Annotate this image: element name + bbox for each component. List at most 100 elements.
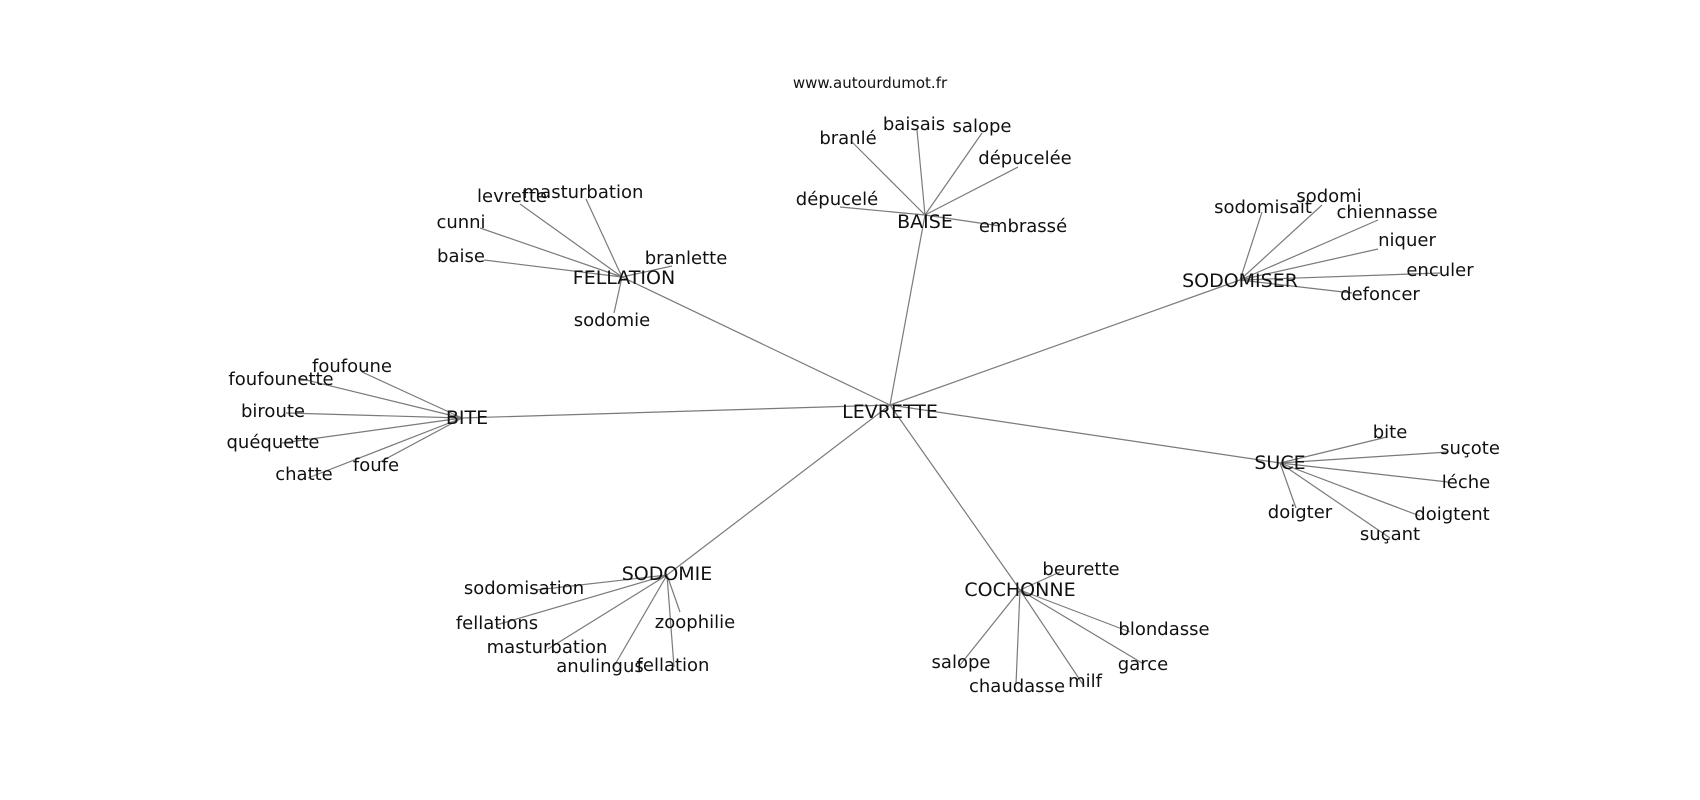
leaf-node: biroute: [241, 401, 305, 422]
leaf-node: doigtent: [1414, 504, 1489, 525]
leaf-node: fellations: [456, 613, 538, 634]
leaf-node: zoophilie: [655, 612, 735, 633]
leaf-node: baise: [437, 246, 485, 267]
leaf-node: cunni: [436, 212, 485, 233]
edge-sodomie-leaf: [666, 574, 675, 668]
edge-center-baise: [889, 214, 926, 406]
leaf-node: sodomie: [574, 310, 650, 331]
edge-fellation-leaf: [479, 227, 623, 278]
edge-sodomie-leaf: [547, 574, 668, 650]
center-node: LEVRETTE: [842, 401, 938, 423]
leaf-node: suçant: [1360, 524, 1420, 545]
source-watermark: www.autourdumot.fr: [793, 74, 948, 92]
leaf-node: masturbation: [523, 182, 644, 203]
edge-sodomiser-leaf: [1239, 211, 1263, 281]
edge-suce-leaf: [1279, 462, 1449, 483]
leaf-node: levrette: [477, 186, 547, 207]
edge-suce-leaf: [1279, 451, 1449, 464]
leaf-node: bite: [1373, 422, 1408, 443]
leaf-node: chatte: [275, 464, 333, 485]
edge-center-sodomie: [666, 404, 891, 576]
hub-node-cochonne: COCHONNE: [964, 579, 1075, 601]
leaf-node: salope: [953, 116, 1012, 137]
hub-node-bite: BITE: [446, 407, 488, 429]
leaf-node: niquer: [1378, 230, 1436, 251]
leaf-node: foufounette: [228, 369, 333, 390]
leaf-node: fellation: [637, 655, 710, 676]
leaf-node: foufe: [353, 455, 399, 476]
leaf-node: baisais: [883, 114, 945, 135]
leaf-node: blondasse: [1118, 619, 1209, 640]
edge-sodomiser-leaf: [1239, 272, 1441, 281]
leaf-node: dépucelée: [978, 148, 1071, 169]
leaf-node: milf: [1068, 671, 1103, 692]
edge-cochonne-leaf: [1019, 589, 1085, 687]
edge-suce-leaf: [1279, 436, 1388, 464]
edge-cochonne-leaf: [1015, 589, 1021, 685]
edge-suce-leaf: [1279, 462, 1297, 509]
edge-bite-leaf: [285, 412, 463, 419]
edge-center-cochonne: [889, 404, 1021, 591]
edge-bite-leaf: [361, 371, 463, 419]
edge-baise-leaf: [924, 214, 1001, 227]
leaf-node: branlette: [645, 248, 728, 269]
edge-bite-leaf: [281, 417, 463, 444]
edge-sodomie-leaf: [666, 574, 681, 613]
edge-baise-leaf: [839, 206, 926, 216]
edge-cochonne-leaf: [959, 589, 1021, 666]
edge-center-bite: [461, 404, 891, 419]
leaf-node: embrassé: [979, 216, 1067, 237]
edge-fellation-leaf: [613, 276, 623, 314]
edges-layer: [281, 129, 1449, 687]
edge-cochonne-leaf: [1019, 589, 1131, 633]
leaf-node: beurette: [1042, 559, 1119, 580]
leaf-node: sodomisation: [464, 578, 584, 599]
edge-suce-leaf: [1279, 462, 1421, 517]
edge-sodomiser-leaf: [1239, 219, 1379, 281]
edge-fellation-leaf: [621, 265, 673, 278]
edge-bite-leaf: [307, 417, 463, 479]
hub-node-sodomie: SODOMIE: [622, 563, 713, 585]
leaf-node: suçote: [1440, 438, 1500, 459]
edge-fellation-leaf: [483, 259, 623, 278]
hub-node-suce: SUCE: [1254, 452, 1305, 474]
edge-sodomiser-leaf: [1239, 204, 1323, 281]
edge-baise-leaf: [916, 129, 926, 216]
leaf-node: chaudasse: [969, 676, 1065, 697]
edge-sodomiser-leaf: [1239, 248, 1379, 281]
edge-suce-leaf: [1279, 462, 1391, 539]
edge-center-suce: [889, 404, 1281, 464]
edge-sodomie-leaf: [612, 574, 668, 669]
edge-bite-leaf: [297, 377, 463, 419]
edge-cochonne-leaf: [1019, 571, 1061, 591]
leaf-node: sodomi: [1296, 186, 1361, 207]
leaf-node: masturbation: [487, 637, 608, 658]
edge-sodomie-leaf: [495, 574, 668, 626]
leaf-node: léche: [1442, 472, 1490, 493]
leaf-node: dépucelé: [796, 189, 878, 210]
leaf-node: garce: [1118, 654, 1168, 675]
leaf-node: salope: [932, 652, 991, 673]
edge-baise-leaf: [851, 141, 926, 216]
leaf-node: branlé: [819, 128, 876, 149]
leaf-node: chiennasse: [1336, 202, 1437, 223]
leaf-node: quéquette: [226, 432, 319, 453]
edge-center-sodomiser: [889, 279, 1241, 406]
hub-node-baise: BAISE: [897, 211, 953, 233]
edge-center-fellation: [621, 276, 891, 406]
leaf-node: defoncer: [1340, 284, 1420, 305]
labels-layer: branlé baisais salope dépucelée dépucelé embr…: [226, 114, 1499, 697]
leaf-node: doigter: [1268, 502, 1333, 523]
edge-fellation-leaf: [585, 198, 623, 278]
edge-sodomiser-leaf: [1239, 279, 1353, 294]
leaf-node: enculer: [1406, 260, 1474, 281]
leaf-node: sodomisait: [1214, 197, 1312, 218]
edge-sodomie-leaf: [535, 574, 668, 591]
edge-baise-leaf: [924, 166, 1019, 216]
edge-fellation-leaf: [519, 203, 623, 278]
hub-node-sodomiser: SODOMISER: [1182, 270, 1298, 292]
leaf-node: anulingus: [556, 656, 643, 677]
edge-cochonne-leaf: [1019, 589, 1143, 664]
leaf-node: foufoune: [312, 356, 392, 377]
